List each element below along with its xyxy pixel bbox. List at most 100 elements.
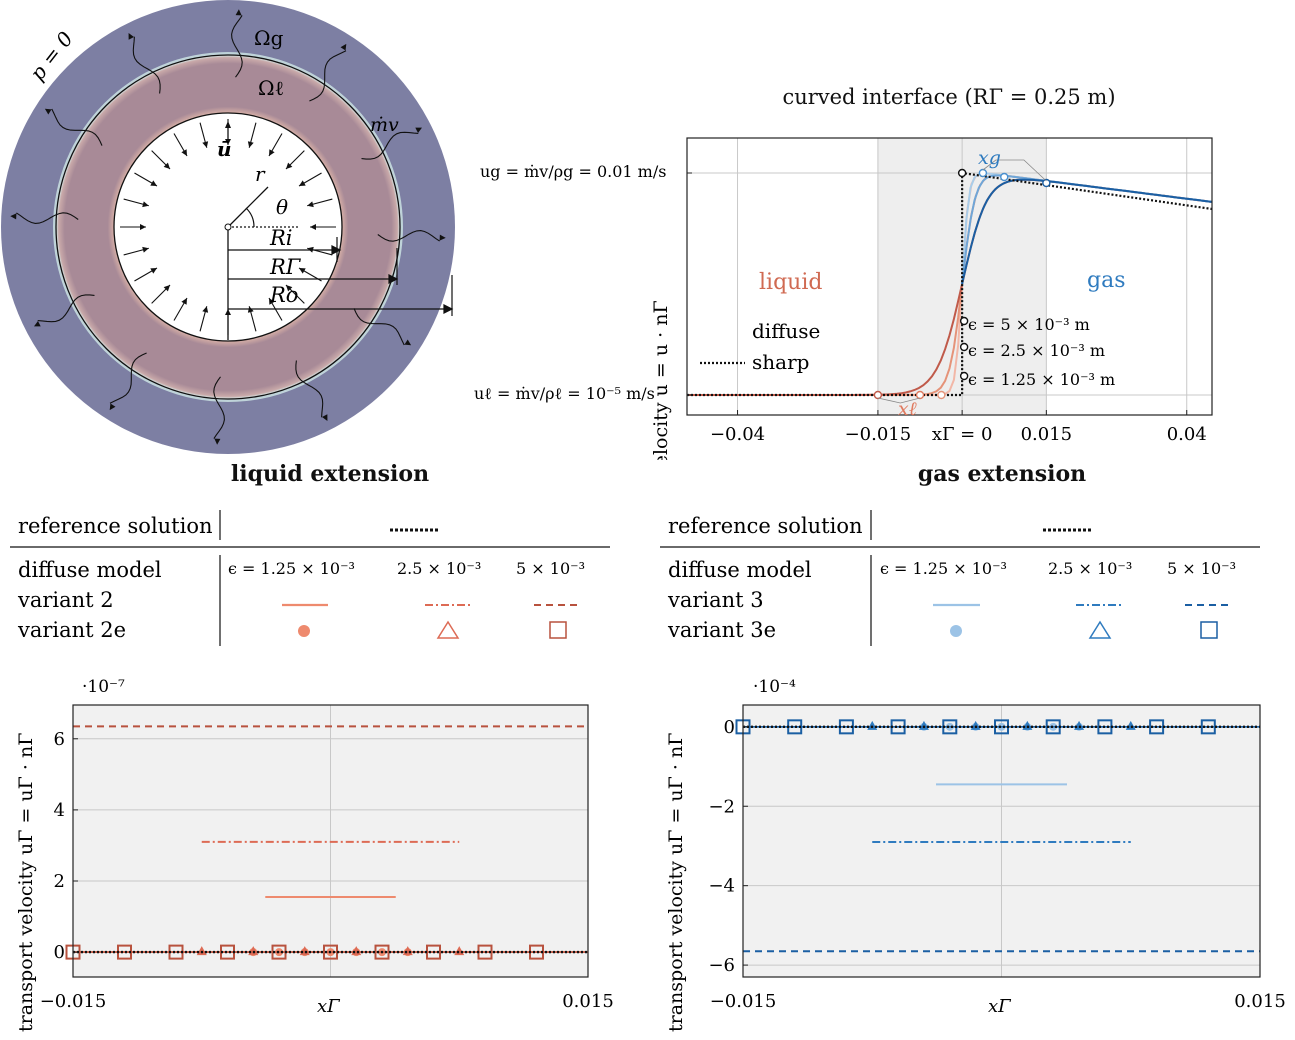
evaporation-arrow xyxy=(51,108,103,146)
velocity-profile-plot: velocity u = u · nΓ ug = ṁv/ρg = 0.01 m/… xyxy=(474,137,1213,460)
xg-marker xyxy=(1000,172,1009,182)
xg-marker xyxy=(978,168,988,178)
eps-marker xyxy=(959,342,969,352)
reference-label: reference solution xyxy=(18,514,213,538)
inflow-arrow-head xyxy=(247,141,254,148)
evaporation-arrow xyxy=(295,360,324,418)
gas-extension-title: gas extension xyxy=(917,461,1087,487)
evaporation-arrow xyxy=(377,230,440,242)
inflow-arrow-head xyxy=(269,298,275,305)
evaporation-arrow-head xyxy=(10,213,17,220)
evaporation-arrow-head xyxy=(439,234,446,241)
evaporation-arrow xyxy=(353,308,405,346)
sharp-marker xyxy=(957,168,967,178)
variant-e-label: variant 3e xyxy=(667,618,776,642)
legend-sharp: sharp xyxy=(752,350,809,374)
variant-label: variant 3 xyxy=(667,588,764,612)
evaporation-arrow-head xyxy=(128,32,134,40)
r-label: r xyxy=(255,162,266,186)
eps-col-3: 5 × 10⁻³ xyxy=(516,559,585,578)
inflow-arrow-head xyxy=(307,201,314,208)
inflow-arrow-head xyxy=(150,180,157,186)
eps-col-1: ϵ = 1.25 × 10⁻³ xyxy=(880,559,1007,578)
evaporation-arrow-head xyxy=(109,403,116,411)
inflow-arrow-head xyxy=(150,268,157,274)
evaporation-arrow xyxy=(109,352,147,404)
evaporation-arrow xyxy=(309,50,347,102)
ul-label: uℓ = ṁv/ρℓ = 10⁻⁵ m/s xyxy=(474,384,655,403)
inflow-arrow-head xyxy=(285,284,293,292)
mdot-label: ṁv xyxy=(370,114,399,136)
evaporation-arrow xyxy=(16,212,79,224)
velocity-plot-frame xyxy=(686,137,1213,416)
x-tick-label: 0.015 xyxy=(1234,991,1286,1012)
x-tick-label: xΓ = 0 xyxy=(932,424,993,445)
evaporation-arrow-head xyxy=(44,108,52,115)
reference-label: reference solution xyxy=(668,514,863,538)
liquid-legend-table: reference solution diffuse model variant… xyxy=(10,510,610,646)
omega-g-label: Ωg xyxy=(254,26,284,50)
x-tick-label: 0.04 xyxy=(1167,424,1207,445)
xl-marker xyxy=(915,390,925,400)
y-tick-label: −4 xyxy=(708,876,735,897)
velocity-profile-curves xyxy=(687,159,1213,404)
ro-label: Ro xyxy=(269,283,298,307)
y-tick-label: 4 xyxy=(54,800,65,821)
plot-frame xyxy=(742,704,1261,978)
variant-label: variant 2 xyxy=(17,588,114,612)
evaporation-arrow xyxy=(132,36,161,94)
eps-marker xyxy=(959,316,969,326)
y-multiplier: ·10⁻⁷ xyxy=(82,677,125,697)
inflow-arrow-head xyxy=(225,139,231,145)
y-tick-label: 6 xyxy=(54,729,65,750)
liquid-extension-title: liquid extension xyxy=(230,461,430,487)
ubar-label: ū xyxy=(217,137,232,161)
eps-label-3: ϵ = 1.25 × 10⁻³ m xyxy=(968,370,1115,389)
inflow-arrow-head xyxy=(299,180,306,186)
x-tick-label: 0.015 xyxy=(562,991,614,1012)
inflow-arrow-head xyxy=(285,162,293,170)
evaporation-arrow-head xyxy=(340,43,347,51)
evaporation-arrow-head xyxy=(214,438,221,445)
liquid-label: liquid xyxy=(759,270,822,295)
inflow-arrow-head xyxy=(181,149,187,156)
ri-label: Ri xyxy=(269,226,293,250)
diffuse-model-label: diffuse model xyxy=(18,558,162,582)
inflow-arrow-head xyxy=(142,201,149,208)
eps-label-1: ϵ = 5 × 10⁻³ m xyxy=(968,315,1090,334)
inflow-arrow-head xyxy=(181,298,187,305)
evaporation-arrow xyxy=(231,15,243,78)
profile-gas-eps-3 xyxy=(961,178,1213,285)
inflow-arrow-head xyxy=(142,246,149,253)
x-tick-label: −0.015 xyxy=(40,991,107,1012)
legend-square-marker xyxy=(1200,621,1218,639)
inflow-arrow-head xyxy=(163,284,171,292)
rgamma-label: RΓ xyxy=(269,255,302,279)
legend-circle-marker xyxy=(950,625,962,637)
x-axis-label: xΓ xyxy=(317,996,341,1017)
eps-col-2: 2.5 × 10⁻³ xyxy=(397,559,481,578)
inflow-arrow-head xyxy=(310,224,316,230)
evaporation-arrow-head xyxy=(322,414,328,422)
omega-l-label: Ωℓ xyxy=(258,76,284,100)
evaporation-arrow-head xyxy=(415,127,423,133)
evaporation-arrow xyxy=(361,131,419,160)
inflow-arrow-head xyxy=(163,162,171,170)
xg-marker xyxy=(1042,178,1051,188)
legend-diffuse: diffuse xyxy=(752,319,820,343)
gas-label: gas xyxy=(1087,268,1126,293)
y-tick-label: 0 xyxy=(724,717,735,738)
evaporation-arrow-head xyxy=(404,339,412,346)
xl-marker xyxy=(937,390,946,400)
legend-square-marker xyxy=(549,621,567,639)
gas-legend-table: reference solution diffuse model variant… xyxy=(660,510,1260,646)
y-tick-label: −6 xyxy=(708,955,735,976)
x-tick-label: 0.015 xyxy=(1021,424,1073,445)
legend-triangle-marker xyxy=(436,620,460,639)
inflow-arrow-head xyxy=(140,224,146,230)
y-axis-label: transport velocity uΓ = uΓ · nΓ xyxy=(15,733,37,1032)
theta-label: θ xyxy=(276,195,288,219)
evaporation-arrows xyxy=(10,9,446,445)
